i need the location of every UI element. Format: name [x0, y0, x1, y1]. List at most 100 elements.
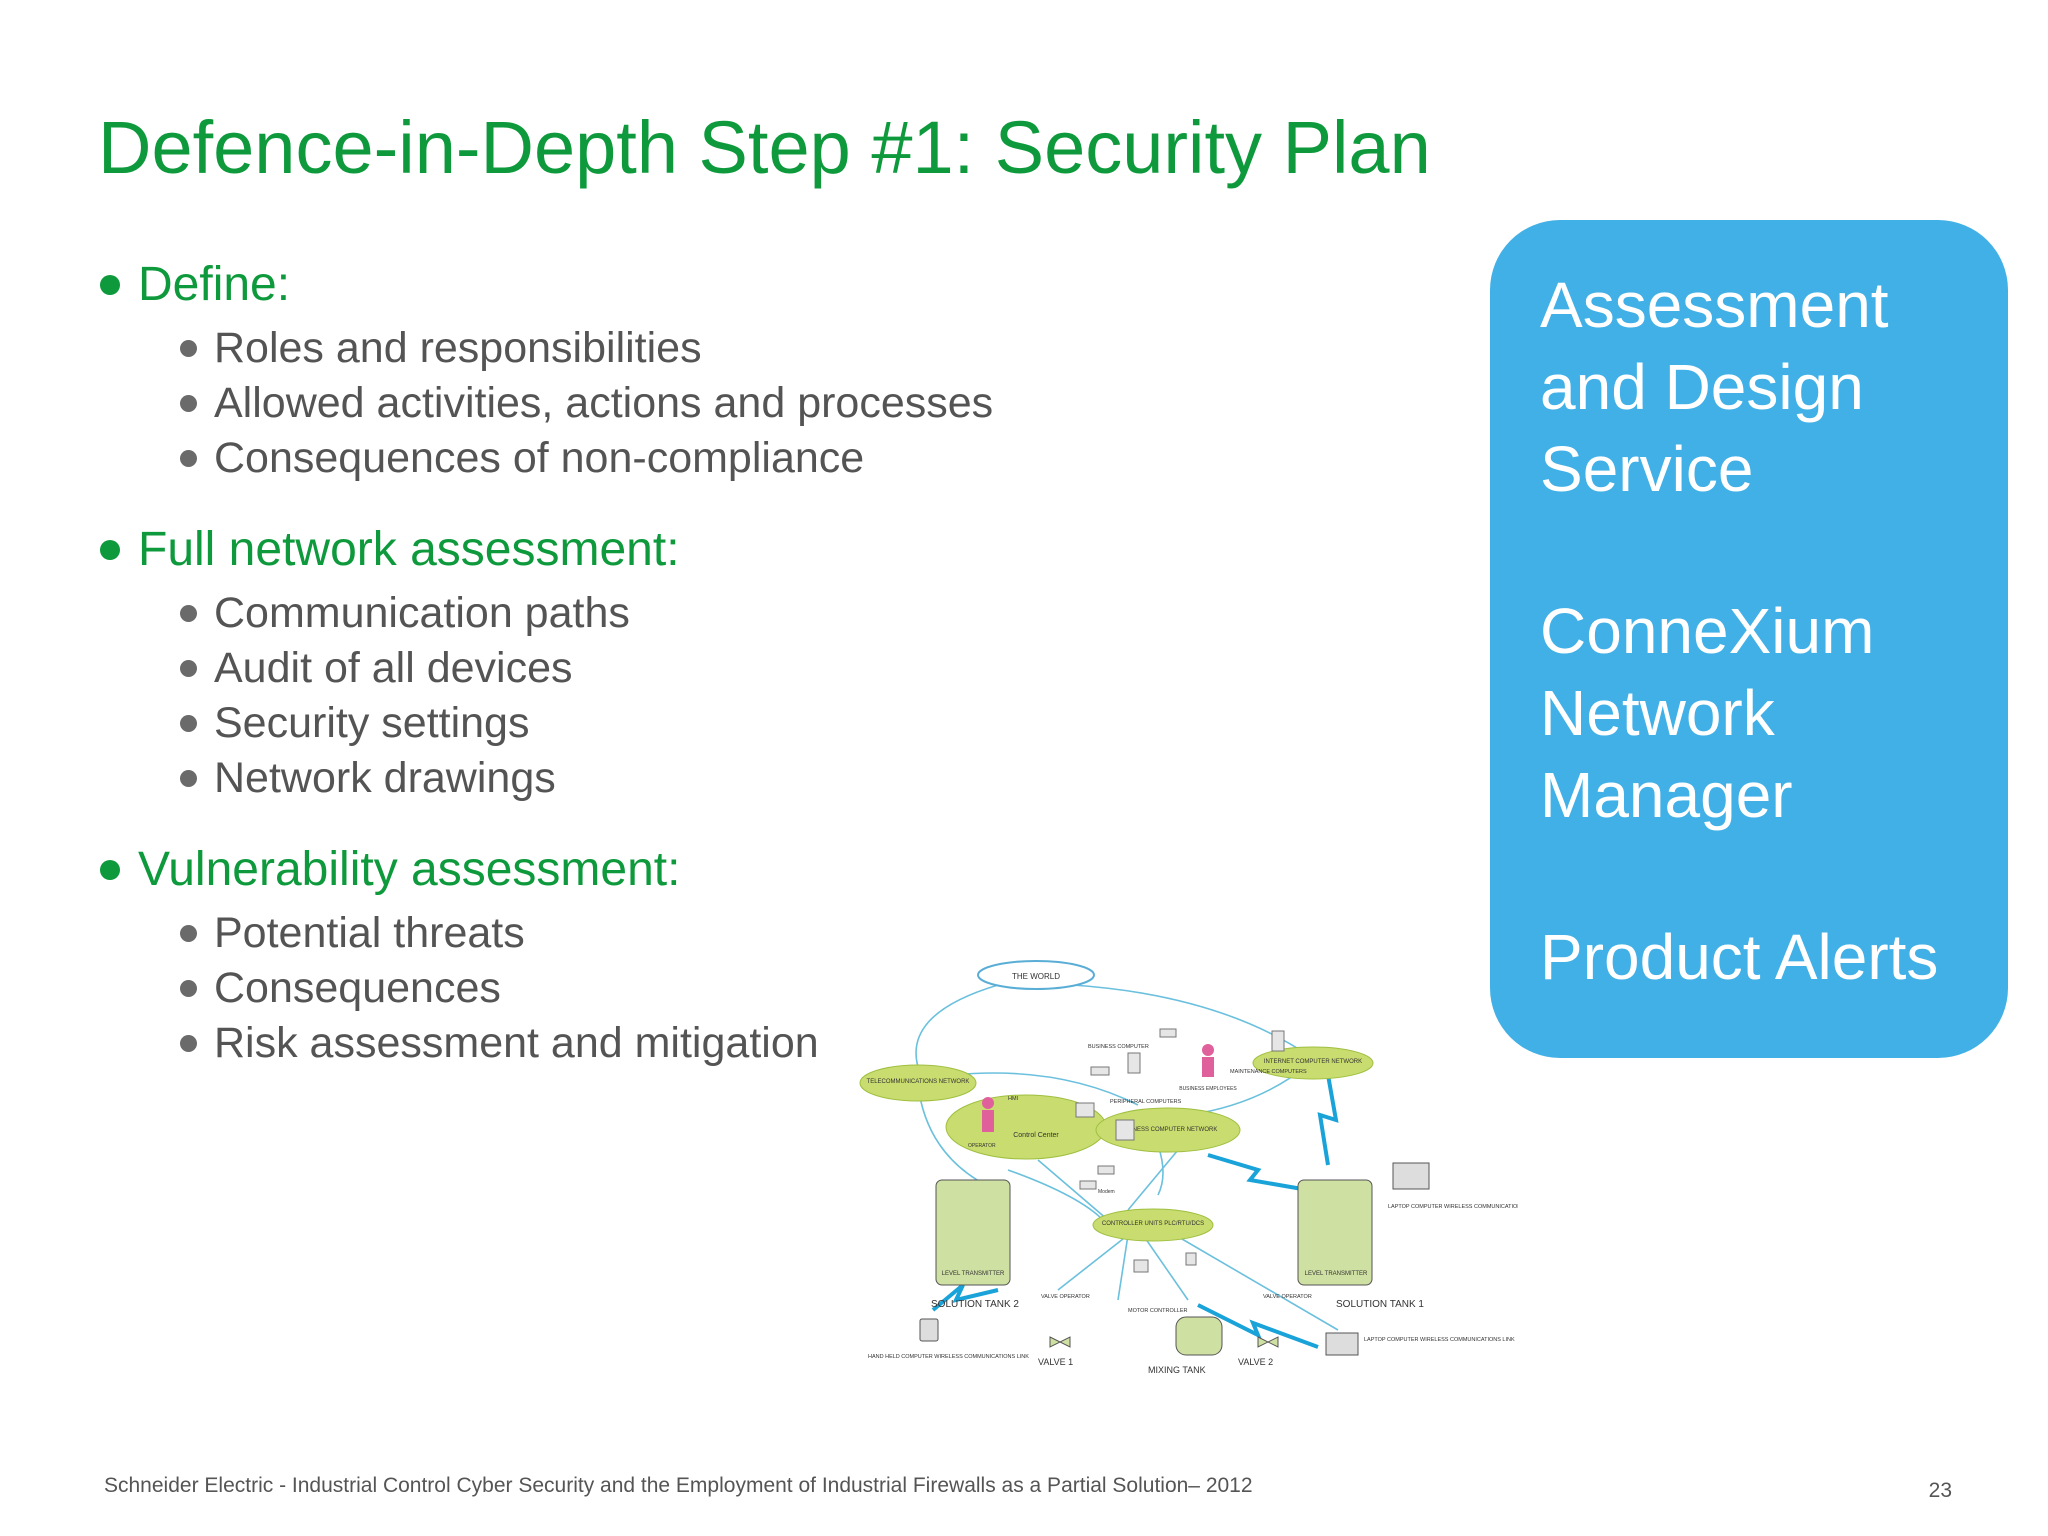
valve-1: VALVE 1: [1038, 1336, 1073, 1367]
section-heading: Full network assessment:: [100, 520, 1100, 580]
footer-text: Schneider Electric - Industrial Control …: [104, 1474, 1253, 1497]
sub-bullet: Risk assessment and mitigation: [180, 1016, 1100, 1071]
sub-bullet-text: Audit of all devices: [214, 644, 573, 692]
control-center-label: Control Center: [1013, 1132, 1059, 1139]
sub-bullet-text: Allowed activities, actions and processe…: [214, 379, 994, 427]
bullet-list: Define: Roles and responsibilities Allow…: [100, 255, 1100, 1105]
valve-2: VALVE 2: [1238, 1336, 1279, 1367]
laptop-computer-icon: LAPTOP COMPUTER WIRELESS COMMUNICATIONS …: [1325, 1332, 1515, 1356]
sub-bullet-text: Potential threats: [214, 909, 525, 957]
peripheral-computers-label: PERIPHERAL COMPUTERS: [1110, 1099, 1182, 1105]
bullet-dot-icon: [100, 540, 120, 560]
valve-2-label: VALVE 2: [1238, 1357, 1273, 1367]
wireless-links: [931, 1074, 1339, 1349]
valve-operator-label: VALVE OPERATOR: [1041, 1294, 1090, 1300]
section-heading: Define:: [100, 255, 1100, 315]
callout-line: Product Alerts: [1540, 921, 1939, 993]
modem-label: Modem: [1098, 1189, 1115, 1195]
controller-label: CONTROLLER UNITS PLC/RTU/DCS: [1102, 1221, 1204, 1227]
sub-bullet-text: Communication paths: [214, 589, 630, 637]
section-define: Define: Roles and responsibilities Allow…: [100, 255, 1100, 486]
bullet-dot-icon: [180, 1035, 197, 1052]
network-diagram: THE WORLD TELECOMMUNICATIONS NETWORK Con…: [859, 960, 1518, 1375]
section-heading-text: Full network assessment:: [138, 523, 680, 576]
callout-line: Service: [1540, 433, 1754, 505]
sub-bullet: Allowed activities, actions and processe…: [180, 376, 1100, 431]
handheld-computer-icon: HAND HELD COMPUTER WIRELESS COMMUNICATIO…: [868, 1318, 1029, 1360]
person-icon: BUSINESS EMPLOYEES: [1179, 1044, 1237, 1092]
callout-line: Manager: [1540, 759, 1793, 831]
bullet-dot-icon: [180, 660, 197, 677]
world-cloud: THE WORLD: [977, 960, 1095, 990]
sub-bullet: Roles and responsibilities: [180, 321, 1100, 376]
bullet-dot-icon: [180, 770, 197, 787]
valve-1-label: VALVE 1: [1038, 1357, 1073, 1367]
bullet-dot-icon: [180, 715, 197, 732]
sub-bullet-text: Consequences: [214, 964, 501, 1012]
callout-line: ConneXium: [1540, 595, 1875, 667]
sub-bullet: Potential threats: [180, 906, 1100, 961]
handheld-label: HAND HELD COMPUTER WIRELESS COMMUNICATIO…: [868, 1354, 1029, 1360]
callout-network-manager: ConneXium Network Manager: [1540, 590, 1874, 836]
sub-bullet: Consequences: [180, 961, 1100, 1016]
operator-label: OPERATOR: [968, 1143, 996, 1149]
sub-bullet-text: Security settings: [214, 699, 530, 747]
telecom-label: TELECOMMUNICATIONS NETWORK: [867, 1079, 970, 1085]
business-network-label: BUSINESS COMPUTER NETWORK: [1119, 1127, 1218, 1133]
valve-operator-label: VALVE OPERATOR: [1263, 1294, 1312, 1300]
person-icon: HMI OPERATOR: [968, 1096, 1019, 1149]
sub-bullet-text: Roles and responsibilities: [214, 324, 702, 372]
bullet-dot-icon: [180, 395, 197, 412]
callout-line: and Design: [1540, 351, 1864, 423]
sub-bullet: Communication paths: [180, 586, 1100, 641]
motor-controller-label: MOTOR CONTROLLER: [1128, 1308, 1188, 1314]
solution-tank-2: LEVEL TRANSMITTER SOLUTION TANK 2: [931, 1179, 1019, 1310]
business-employees-label: BUSINESS EMPLOYEES: [1179, 1086, 1237, 1092]
section-heading-text: Define:: [138, 258, 291, 311]
bullet-dot-icon: [180, 605, 197, 622]
section-heading-text: Vulnerability assessment:: [138, 843, 681, 896]
mixing-tank: MIXING TANK: [1148, 1316, 1223, 1375]
bullet-dot-icon: [180, 450, 197, 467]
section-vulnerability-assessment: Vulnerability assessment: Potential thre…: [100, 840, 1100, 1071]
bullet-dot-icon: [100, 860, 120, 880]
telecom-network-disc: TELECOMMUNICATIONS NETWORK: [859, 1064, 977, 1102]
sub-bullet: Network drawings: [180, 751, 1100, 806]
page-number: 23: [1928, 1479, 1952, 1502]
sub-bullet-text: Consequences of non-compliance: [214, 434, 865, 482]
solution-tank-2-label: SOLUTION TANK 2: [931, 1299, 1019, 1310]
sub-bullet: Audit of all devices: [180, 641, 1100, 696]
bullet-dot-icon: [180, 340, 197, 357]
section-heading: Vulnerability assessment:: [100, 840, 1100, 900]
world-label: THE WORLD: [1012, 972, 1060, 981]
callout-assessment-service: Assessment and Design Service: [1540, 264, 1889, 510]
hmi-label: HMI: [1008, 1096, 1019, 1102]
controller-disc: CONTROLLER UNITS PLC/RTU/DCS: [1092, 1208, 1214, 1242]
laptop-label: LAPTOP COMPUTER WIRELESS COMMUNICATIONS …: [1364, 1337, 1515, 1343]
laptop-label: LAPTOP COMPUTER WIRELESS COMMUNICATIONS …: [1388, 1204, 1518, 1210]
callout-line: Assessment: [1540, 269, 1889, 341]
sub-bullet-text: Risk assessment and mitigation: [214, 1019, 819, 1067]
level-transmitter-label: LEVEL TRANSMITTER: [1305, 1271, 1368, 1277]
slide-title: Defence-in-Depth Step #1: Security Plan: [98, 106, 1431, 189]
maintenance-computers-label: MAINTENANCE COMPUTERS: [1230, 1069, 1307, 1075]
sub-bullet: Security settings: [180, 696, 1100, 751]
solution-tank-1-label: SOLUTION TANK 1: [1336, 1299, 1424, 1310]
section-network-assessment: Full network assessment: Communication p…: [100, 520, 1100, 806]
solution-tank-1: LEVEL TRANSMITTER SOLUTION TANK 1: [1297, 1179, 1424, 1310]
internet-network-disc: INTERNET COMPUTER NETWORK: [1252, 1046, 1374, 1080]
bullet-dot-icon: [180, 925, 197, 942]
bullet-dot-icon: [100, 275, 120, 295]
sub-bullet: Consequences of non-compliance: [180, 431, 1100, 486]
level-transmitter-label: LEVEL TRANSMITTER: [942, 1271, 1005, 1277]
sub-bullet-text: Network drawings: [214, 754, 556, 802]
bullet-dot-icon: [180, 980, 197, 997]
computer-icons: [1075, 1028, 1285, 1273]
services-callout-box: Assessment and Design Service ConneXium …: [1490, 220, 2008, 1058]
callout-line: Network: [1540, 677, 1775, 749]
business-network-disc: BUSINESS COMPUTER NETWORK: [1095, 1107, 1241, 1153]
internet-network-label: INTERNET COMPUTER NETWORK: [1264, 1059, 1362, 1065]
callout-product-alerts: Product Alerts: [1540, 916, 1938, 998]
laptop-computer-icon: LAPTOP COMPUTER WIRELESS COMMUNICATIONS …: [1388, 1162, 1518, 1210]
business-computer-label: BUSINESS COMPUTER: [1088, 1044, 1149, 1050]
